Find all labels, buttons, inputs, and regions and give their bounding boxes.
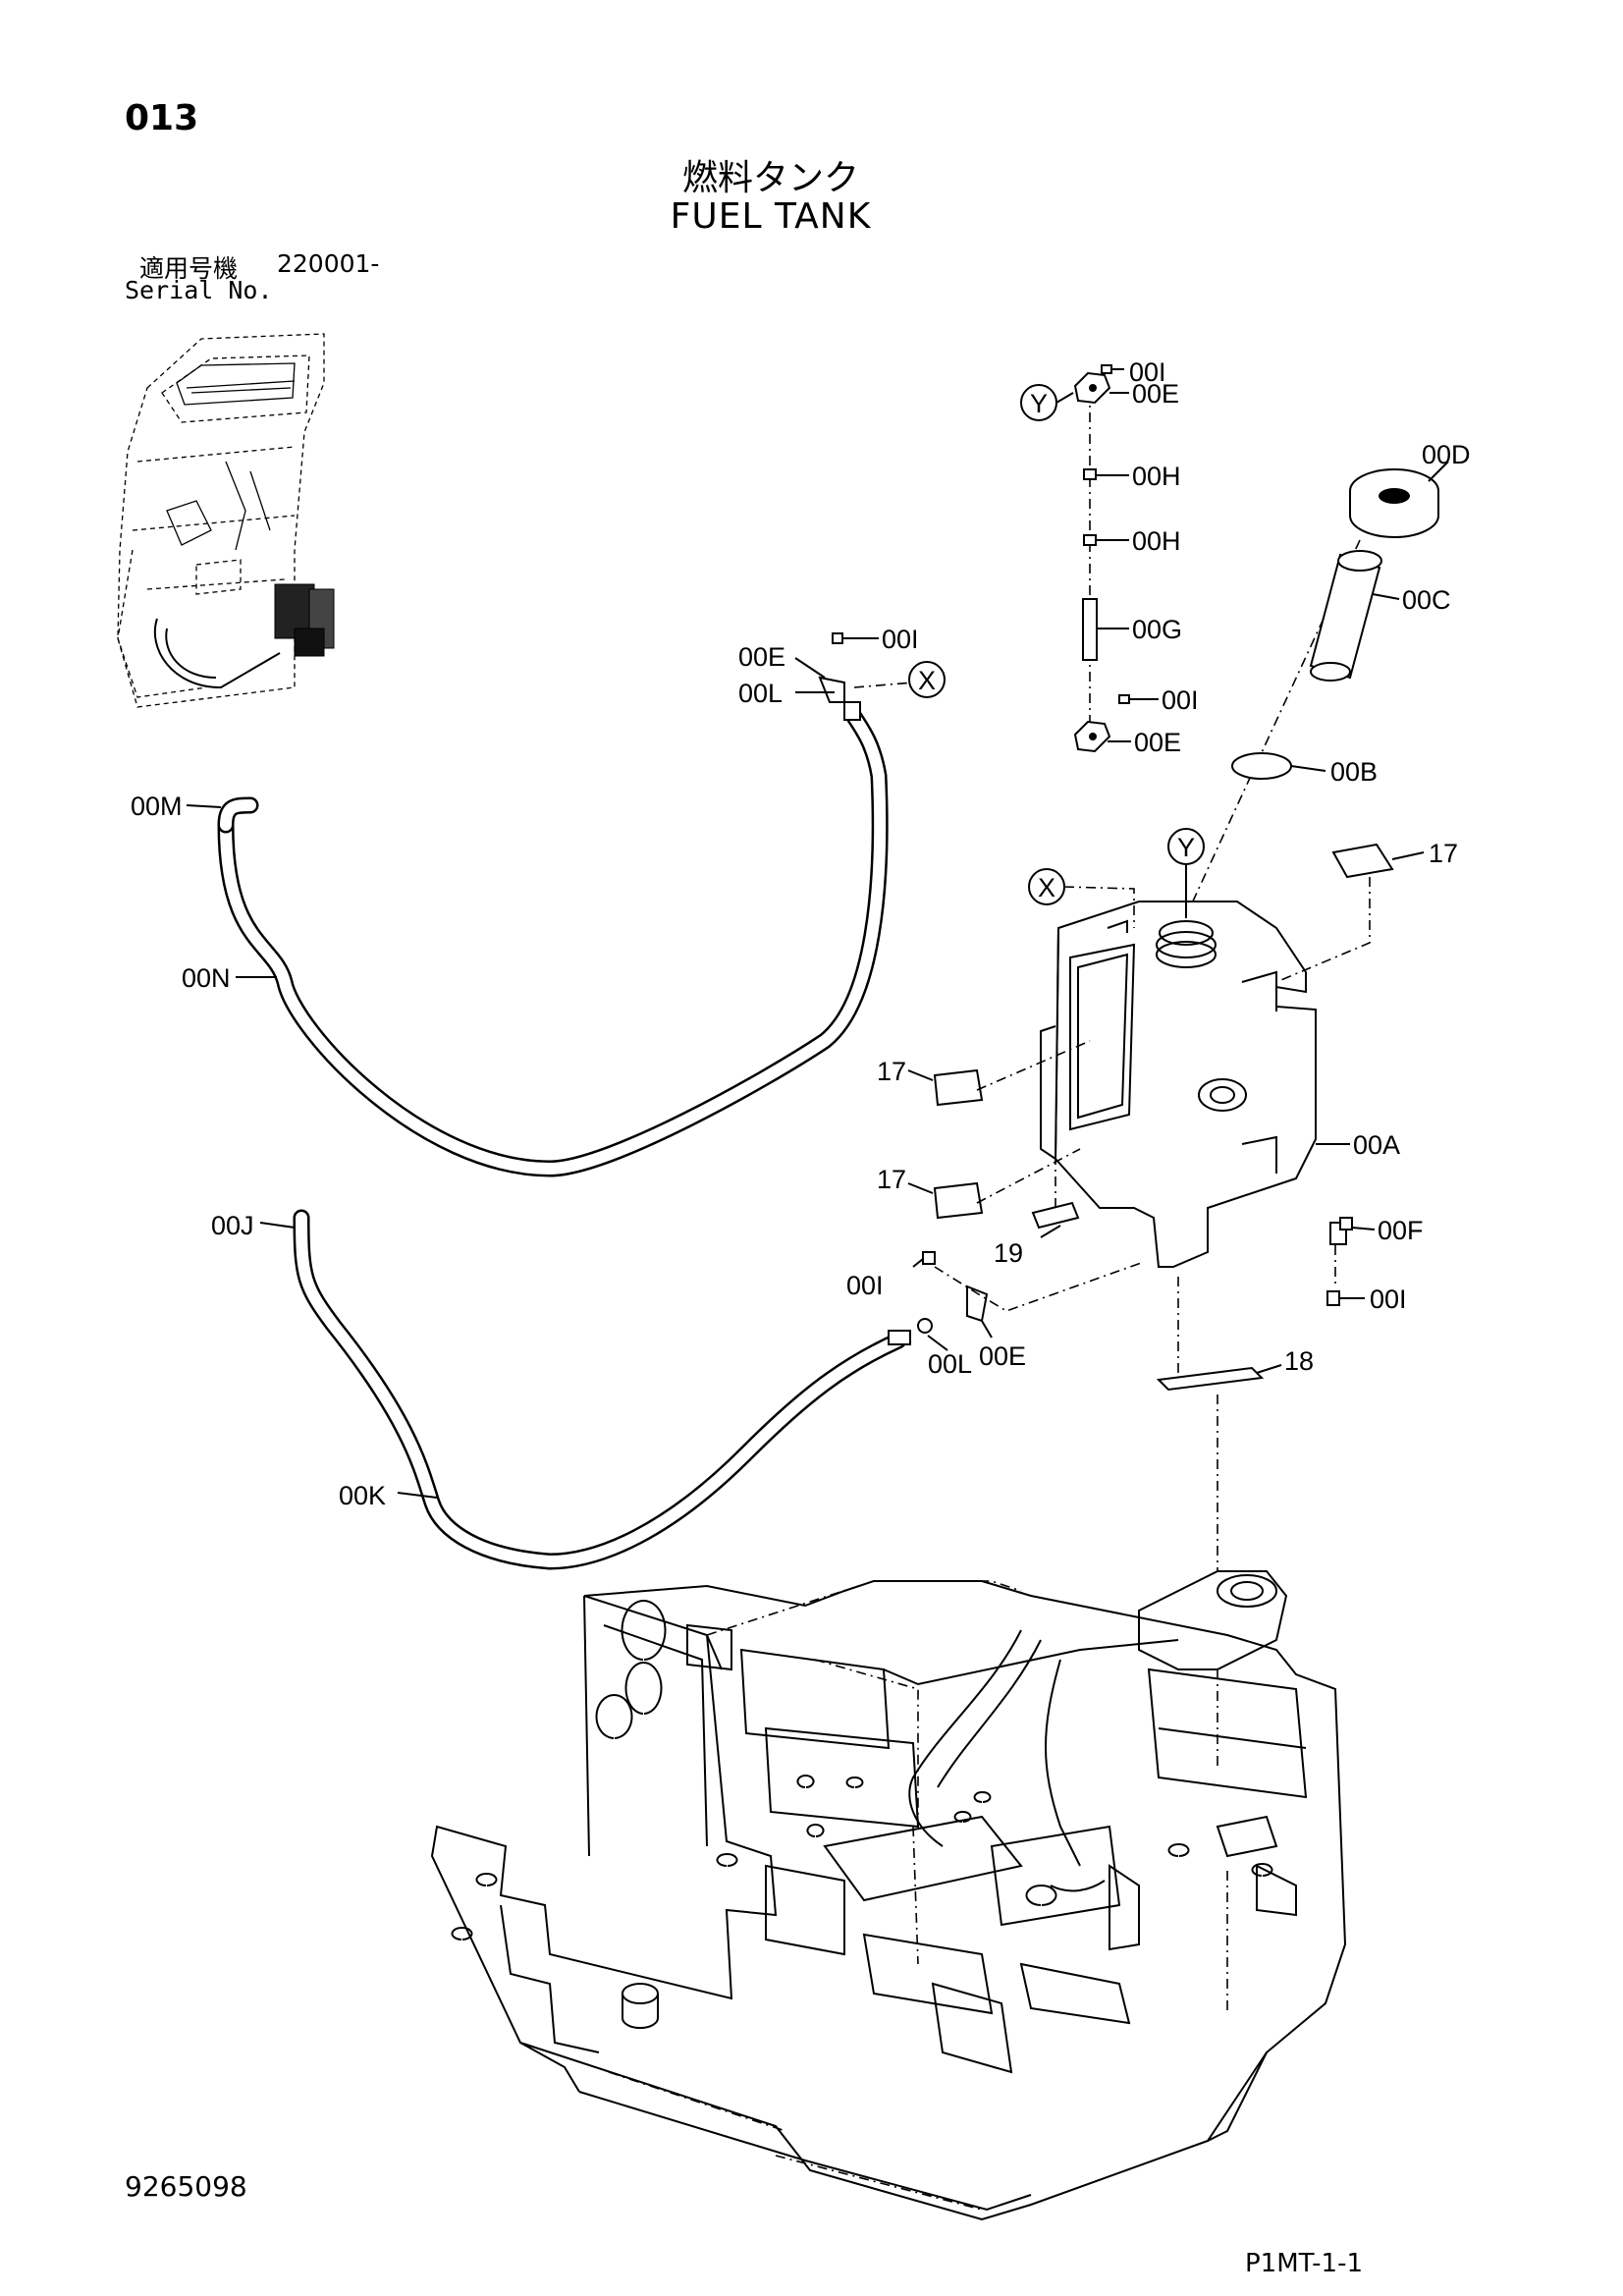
callout-19: 19 bbox=[994, 1238, 1023, 1268]
callout-00I-low: 00I bbox=[846, 1271, 884, 1300]
callout-00L-low: 00L bbox=[928, 1349, 972, 1379]
mark-y-tank-letter: Y bbox=[1177, 833, 1195, 862]
callout-00F: 00F bbox=[1378, 1216, 1424, 1245]
callout-00J: 00J bbox=[211, 1211, 254, 1240]
callout-00I-top: 00I bbox=[1129, 357, 1166, 387]
title-japanese: 燃料タンク bbox=[681, 158, 859, 198]
callout-00A: 00A bbox=[1353, 1130, 1400, 1160]
callout-00E-low: 00E bbox=[979, 1341, 1026, 1371]
callout-00I-right: 00I bbox=[1370, 1285, 1407, 1314]
mark-x-top-letter: X bbox=[918, 666, 936, 695]
supply-hose bbox=[259, 1209, 1145, 1570]
callout-00N: 00N bbox=[182, 963, 231, 993]
mark-y-top-letter: Y bbox=[1030, 389, 1048, 418]
callout-00L-hose: 00L bbox=[738, 679, 783, 708]
machine-location-inset bbox=[117, 333, 335, 708]
return-hose bbox=[186, 632, 914, 1177]
callout-00E-top: 00E bbox=[1132, 379, 1179, 409]
callout-17-left-lower: 17 bbox=[877, 1165, 906, 1194]
upper-frame bbox=[430, 1570, 1347, 2221]
mark-x-tank-letter: X bbox=[1038, 873, 1055, 902]
title-english: FUEL TANK bbox=[670, 196, 872, 237]
callout-17-top: 17 bbox=[1429, 839, 1458, 868]
sender-unit-assembly bbox=[1073, 364, 1159, 753]
serial-value: 220001- bbox=[277, 249, 380, 278]
decals bbox=[907, 843, 1425, 1571]
callout-17-left-upper: 17 bbox=[877, 1057, 906, 1086]
page-code: P1MT-1-1 bbox=[1245, 2249, 1363, 2278]
callout-00E-hose: 00E bbox=[738, 642, 785, 672]
callout-00E-mid: 00E bbox=[1134, 728, 1181, 757]
callout-00B: 00B bbox=[1330, 757, 1378, 787]
page-number: 013 bbox=[125, 98, 199, 138]
callout-00M: 00M bbox=[131, 792, 183, 821]
callout-00H-upper: 00H bbox=[1132, 462, 1181, 491]
callout-labels: 00I 00E 00H 00H 00G 00I 00E 00D 00C 00B … bbox=[131, 357, 1471, 1510]
callout-00H-lower: 00H bbox=[1132, 526, 1181, 556]
callout-00I-mid: 00I bbox=[1162, 685, 1199, 715]
drain-valve bbox=[1326, 1217, 1376, 1306]
reference-marks bbox=[908, 384, 1205, 928]
fuel-tank bbox=[1040, 901, 1350, 1268]
serial-label-japanese: 適用号機 bbox=[139, 254, 239, 283]
callout-00I-hose: 00I bbox=[882, 625, 919, 654]
serial-label-english: Serial No. bbox=[125, 276, 273, 304]
callout-00C: 00C bbox=[1402, 585, 1451, 615]
callout-18: 18 bbox=[1284, 1346, 1314, 1376]
callout-00G: 00G bbox=[1132, 615, 1182, 644]
callout-00D: 00D bbox=[1422, 440, 1471, 469]
reference-mark-letters: Y X Y X bbox=[918, 389, 1195, 902]
document-number: 9265098 bbox=[125, 2170, 247, 2203]
callout-00K: 00K bbox=[339, 1481, 386, 1510]
filler-cap-strainer bbox=[1177, 461, 1449, 934]
